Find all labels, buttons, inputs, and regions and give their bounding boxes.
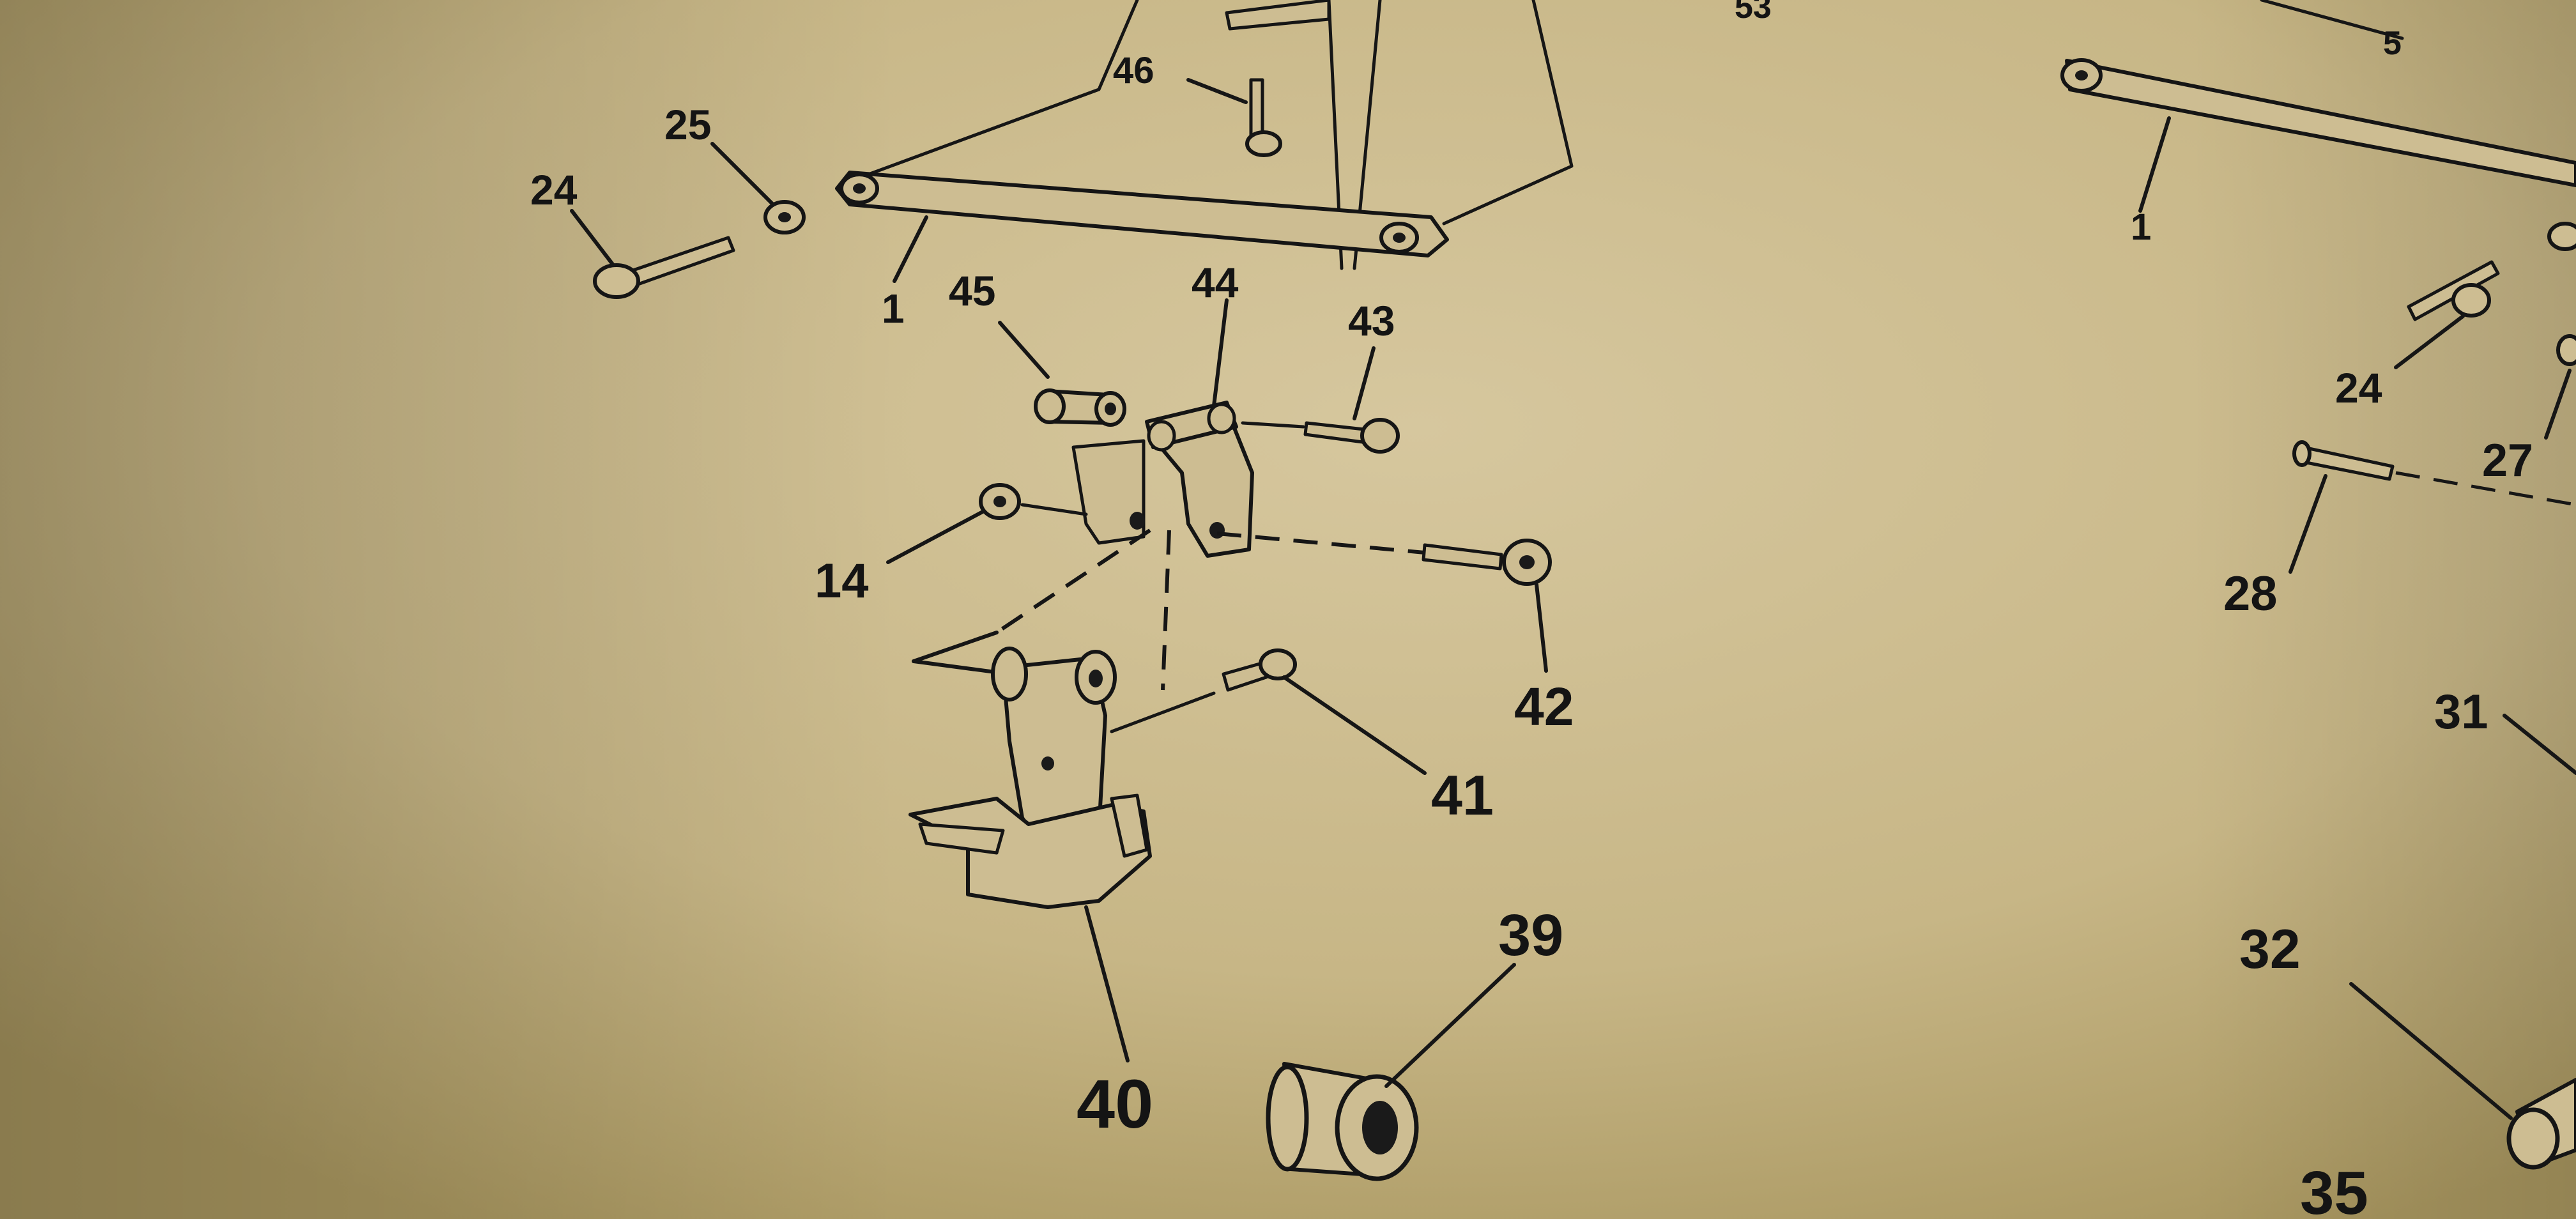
callout-labels: 1 1 14 24 24 25 27 28 31 32 35 39 40 41 … bbox=[530, 0, 2533, 1219]
part-40-clamp bbox=[908, 647, 1152, 1062]
callout-5: 5 bbox=[2383, 25, 2402, 62]
callout-27: 27 bbox=[2482, 435, 2533, 486]
callout-14: 14 bbox=[815, 554, 869, 608]
callout-24-left: 24 bbox=[530, 166, 578, 213]
part-46-bolt bbox=[1186, 78, 1282, 157]
callout-32: 32 bbox=[2239, 919, 2301, 980]
callout-1-right: 1 bbox=[2131, 206, 2151, 248]
callout-43: 43 bbox=[1348, 297, 1395, 344]
callout-46: 46 bbox=[1113, 50, 1154, 91]
callout-35: 35 bbox=[2300, 1159, 2368, 1219]
part-39-bushing bbox=[1266, 963, 1516, 1181]
callout-24-right: 24 bbox=[2335, 364, 2382, 411]
callout-44: 44 bbox=[1192, 259, 1239, 306]
right-assembly bbox=[2060, 0, 2576, 1170]
callout-41: 41 bbox=[1431, 763, 1494, 827]
part-45-bushing bbox=[998, 321, 1126, 427]
part-24-bolt bbox=[570, 209, 735, 299]
part-43-screw bbox=[1241, 346, 1400, 454]
part-14-nut bbox=[886, 483, 1088, 564]
callout-28: 28 bbox=[2223, 567, 2278, 621]
callout-31: 31 bbox=[2434, 685, 2488, 739]
part-1-bar bbox=[835, 171, 1449, 283]
part-42-bolt bbox=[1216, 532, 1552, 673]
part-41-screw bbox=[1110, 648, 1427, 775]
callout-25: 25 bbox=[664, 101, 711, 148]
part-25-washer bbox=[710, 142, 806, 234]
callout-1-left: 1 bbox=[882, 286, 905, 332]
callout-53: 53 bbox=[1735, 0, 1772, 26]
callout-40: 40 bbox=[1077, 1065, 1153, 1142]
callout-42: 42 bbox=[1514, 677, 1574, 737]
callout-39: 39 bbox=[1498, 903, 1563, 968]
part-44-hinge-bracket bbox=[1071, 298, 1254, 558]
callout-45: 45 bbox=[949, 267, 995, 314]
upper-frame bbox=[854, 0, 1574, 270]
